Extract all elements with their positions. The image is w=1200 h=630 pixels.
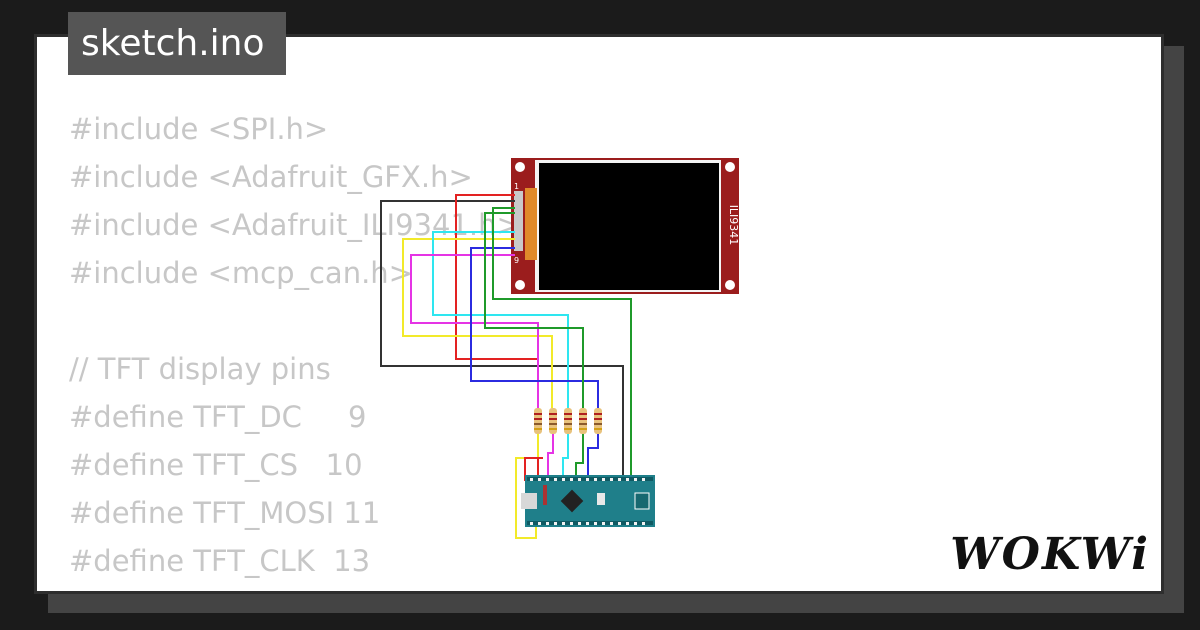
code-line: #include <mcp_can.h> bbox=[69, 256, 413, 290]
mcu-chip bbox=[560, 489, 584, 513]
wire-blue-2 bbox=[587, 433, 599, 481]
display-label: ILI9341 bbox=[727, 205, 740, 246]
wire-cyan bbox=[432, 231, 569, 408]
circuit-diagram: ILI9341 1 9 bbox=[380, 158, 740, 539]
display-pin-first: 1 bbox=[514, 182, 519, 191]
usb-connector bbox=[521, 493, 537, 509]
ili9341-display: ILI9341 1 9 bbox=[511, 158, 740, 294]
wire-red-2 bbox=[524, 457, 543, 481]
wire-cyan-2 bbox=[562, 433, 569, 481]
code-line: #define TFT_MOSI 11 bbox=[69, 496, 381, 530]
code-line: #define TFT_CS 10 bbox=[69, 448, 363, 482]
arduino-nano bbox=[521, 475, 655, 527]
file-tab[interactable]: sketch.ino bbox=[68, 12, 286, 75]
wire-black bbox=[380, 200, 624, 475]
wire-green-1 bbox=[484, 212, 584, 408]
resistor bbox=[549, 408, 557, 434]
wire-green-3 bbox=[575, 433, 584, 481]
resistor bbox=[594, 408, 602, 434]
code-preview: #include <SPI.h> #include <Adafruit_GFX.h… bbox=[69, 105, 521, 591]
wokwi-logo: WOKWi bbox=[950, 529, 1150, 580]
preview-card: #include <SPI.h> #include <Adafruit_GFX.h… bbox=[34, 34, 1164, 594]
resistor bbox=[564, 408, 572, 434]
code-line: #define TFT_CLK 13 bbox=[69, 544, 371, 578]
code-line: #include <Adafruit_ILI9341.h> bbox=[69, 208, 521, 242]
wire-magenta-2 bbox=[547, 433, 554, 481]
code-line: // TFT display pins bbox=[69, 352, 331, 386]
resistor bbox=[534, 408, 542, 434]
wire-magenta bbox=[410, 254, 539, 408]
wire-yellow bbox=[402, 238, 553, 408]
resistor bbox=[579, 408, 587, 434]
resistors bbox=[534, 408, 602, 434]
code-line: #define TFT_DC 9 bbox=[69, 400, 367, 434]
display-pin-last: 9 bbox=[514, 256, 519, 265]
code-line: #include <Adafruit_GFX.h> bbox=[69, 160, 473, 194]
wire-yellow-2 bbox=[515, 433, 539, 539]
wires bbox=[380, 194, 632, 539]
wire-green-2 bbox=[492, 207, 632, 475]
code-line: #include <SPI.h> bbox=[69, 112, 329, 146]
